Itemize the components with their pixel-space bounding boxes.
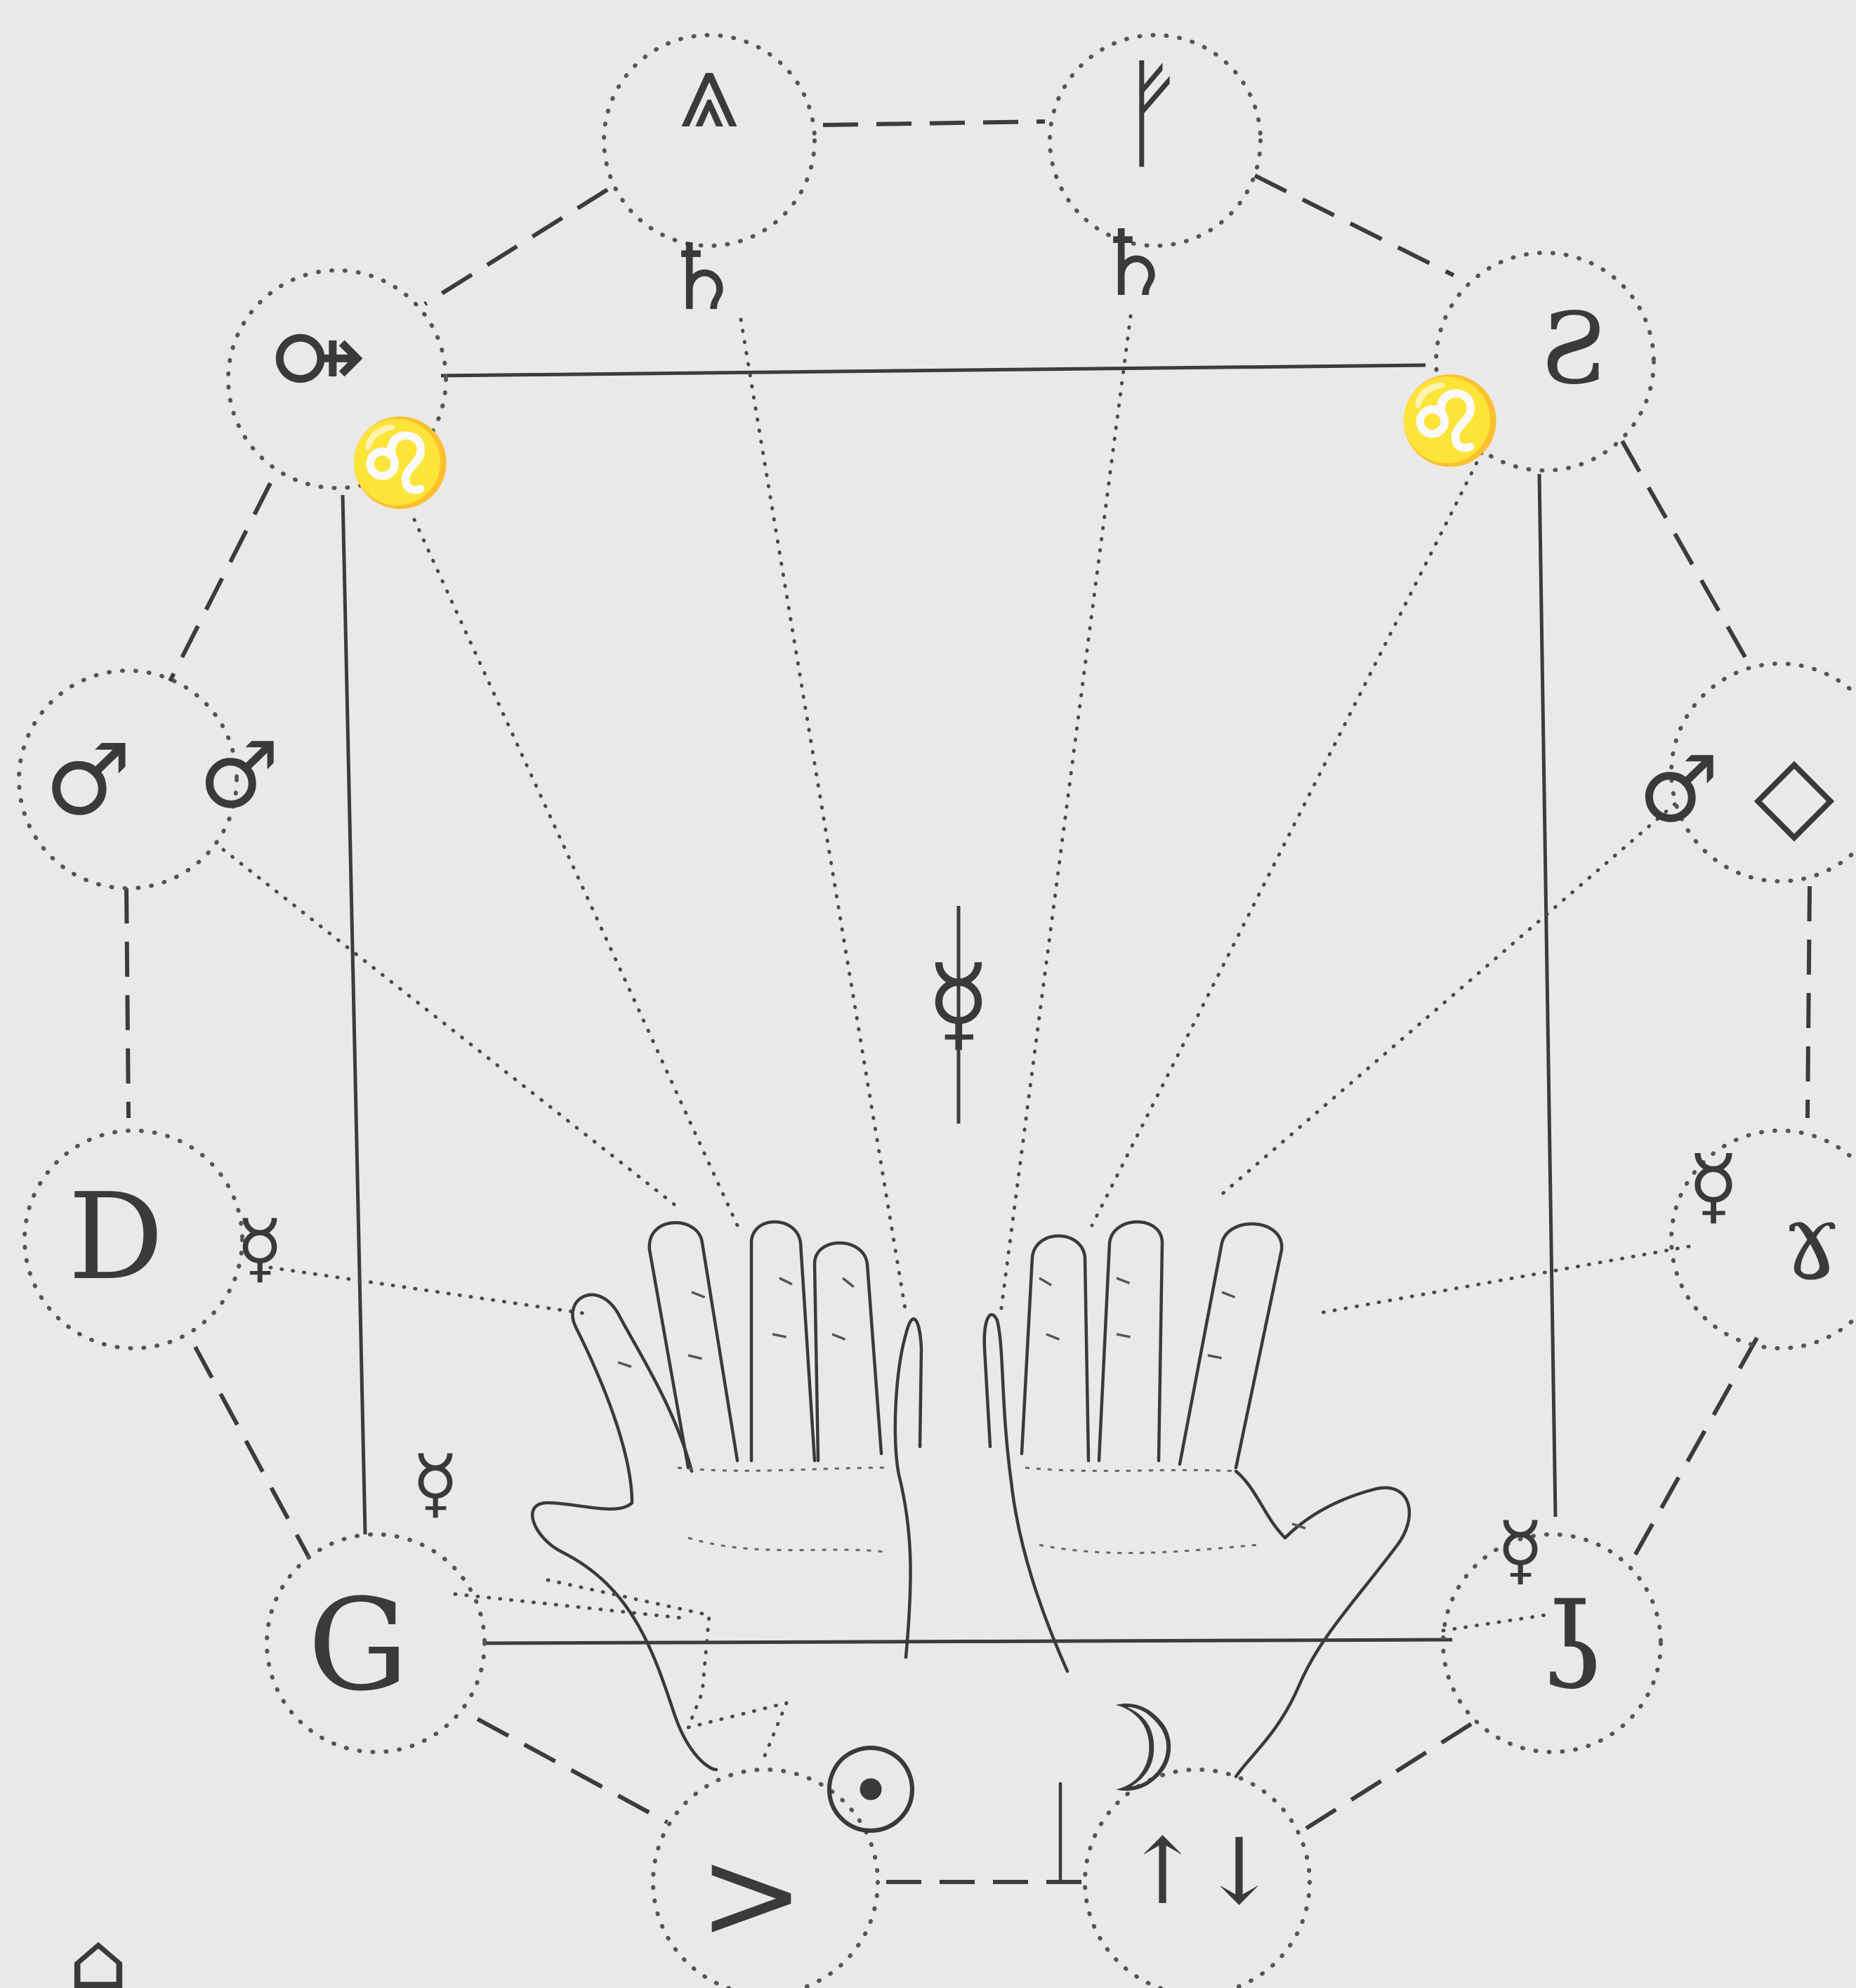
glyph-mercury: ☿: [412, 1438, 459, 1528]
ray: [1001, 316, 1131, 1313]
glyph-mercury: ☿: [1496, 1505, 1544, 1595]
ray: [455, 1594, 688, 1619]
glyph-mercury: ☿: [1687, 1138, 1739, 1235]
glyph-fehu-rune: ᚠ: [1116, 44, 1187, 183]
left-palm-lines: [678, 1468, 885, 1552]
left-hand-star-path: [548, 1580, 787, 1763]
glyph-sun: ☉: [817, 1723, 924, 1862]
ray: [223, 850, 674, 1204]
ray: [1319, 1246, 1689, 1313]
glyph-chevron-right: >: [699, 1822, 805, 1968]
glyph-moon: ☽: [1074, 1680, 1180, 1819]
glyph-mercury: ☿: [236, 1203, 284, 1293]
ring-segment: [1635, 1338, 1757, 1555]
glyph-mars: ♂: [198, 723, 280, 829]
ray: [1092, 453, 1482, 1225]
glyph-hook-sigil: ʖ: [1541, 1579, 1605, 1718]
square-bottom-edge: [486, 1640, 1452, 1643]
glyph-taurus-diamond: ɤ: [1782, 1181, 1842, 1303]
glyph-mars: ♂: [1638, 737, 1720, 843]
ray: [414, 520, 737, 1225]
ring-segment: [170, 483, 270, 681]
glyph-saturn: ♄: [1093, 210, 1176, 317]
right-palm-lines: [1025, 1468, 1257, 1553]
ray: [270, 1268, 583, 1313]
left-hand-outline: [532, 1222, 921, 1770]
square-right-edge: [1539, 474, 1555, 1517]
left-hand: [532, 1222, 921, 1770]
glyph-mars: ♂: [44, 724, 132, 838]
ring-segment: [126, 888, 129, 1118]
ring-segment: [823, 121, 1045, 125]
glyph-wave-sigil: Ƨ: [1539, 292, 1607, 407]
ring-segment: [1808, 886, 1810, 1118]
ring-segment: [478, 1719, 667, 1822]
ring-segment: [425, 190, 607, 304]
ring-segment: [195, 1347, 309, 1558]
glyph-up-down-arrows: ↑↓: [1124, 1818, 1277, 1925]
ring-segment: [1299, 1724, 1471, 1833]
glyph-letter-g: G: [308, 1572, 409, 1719]
glyph-letter-d: D: [68, 1168, 164, 1307]
center-glyph: ☿: [926, 942, 991, 1065]
ray: [1218, 804, 1675, 1197]
ring-segment: [1255, 176, 1454, 275]
glyph-leo: ♌: [1397, 372, 1502, 470]
right-hand-creases: [1039, 1278, 1313, 1531]
glyph-diamond: ◇: [1753, 732, 1834, 854]
glyph-saturn: ♄: [662, 224, 744, 331]
ring-segment: [1622, 441, 1750, 666]
right-hand-outline: [985, 1222, 1409, 1777]
left-hand-creases: [618, 1278, 860, 1369]
glyph-leo: ♌: [348, 414, 452, 512]
ray: [1443, 1615, 1545, 1631]
glyph-chevrons: ⩓: [680, 29, 739, 152]
square-top-edge: [441, 365, 1426, 376]
square-left-edge: [343, 495, 365, 1534]
ray: [741, 320, 906, 1313]
right-hand: [985, 1222, 1409, 1882]
center-symbol: ☿: [926, 906, 991, 1124]
glyph-rune-sigil: ⚩: [275, 300, 364, 422]
corner-mark: ⌂: [69, 1916, 128, 1988]
